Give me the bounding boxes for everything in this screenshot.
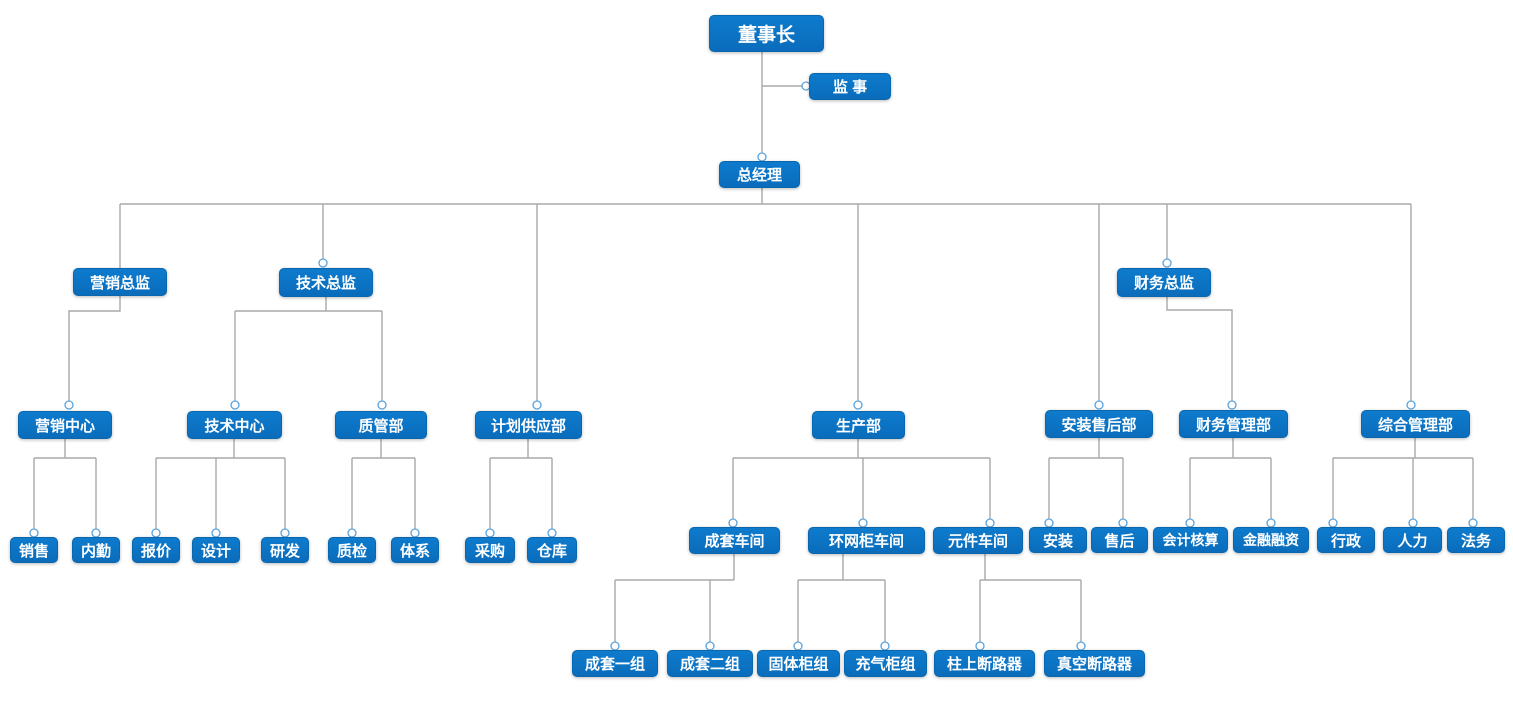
node-procurement[interactable]: 采购 xyxy=(465,537,515,563)
connector-line xyxy=(1166,297,1233,401)
node-finance-director[interactable]: 财务总监 xyxy=(1117,268,1211,297)
connection-port xyxy=(377,400,387,410)
connection-port xyxy=(1328,518,1338,528)
node-assembly-group-2[interactable]: 成套二组 xyxy=(667,650,753,677)
connection-port xyxy=(1227,400,1237,410)
node-components-workshop[interactable]: 元件车间 xyxy=(933,527,1023,554)
connection-port xyxy=(1076,641,1086,651)
node-assembly-workshop[interactable]: 成套车间 xyxy=(689,527,780,554)
connection-port xyxy=(975,641,985,651)
connection-port xyxy=(1406,400,1416,410)
connection-port xyxy=(1468,518,1478,528)
connection-port xyxy=(1162,258,1172,268)
node-assembly-group-1[interactable]: 成套一组 xyxy=(572,650,658,677)
node-internal-support[interactable]: 内勤 xyxy=(72,537,120,563)
node-rmu-workshop[interactable]: 环网柜车间 xyxy=(808,527,925,554)
node-general-mgmt-dept[interactable]: 综合管理部 xyxy=(1361,410,1470,438)
node-tech-director[interactable]: 技术总监 xyxy=(279,268,373,297)
node-design[interactable]: 设计 xyxy=(192,537,240,563)
connection-port xyxy=(347,528,357,538)
connection-port xyxy=(1266,518,1276,528)
node-after-sales[interactable]: 售后 xyxy=(1091,527,1148,553)
connection-port xyxy=(793,641,803,651)
connection-port xyxy=(1185,518,1195,528)
node-hr[interactable]: 人力 xyxy=(1383,527,1442,553)
node-vacuum-breaker[interactable]: 真空断路器 xyxy=(1044,650,1145,677)
node-install-aftersales-dept[interactable]: 安装售后部 xyxy=(1045,410,1153,438)
connection-port xyxy=(318,258,328,268)
node-production-dept[interactable]: 生产部 xyxy=(812,411,905,439)
connection-port xyxy=(985,518,995,528)
node-accounting[interactable]: 会计核算 xyxy=(1153,527,1228,553)
connection-port xyxy=(151,528,161,538)
node-legal[interactable]: 法务 xyxy=(1447,527,1505,553)
node-pole-breaker[interactable]: 柱上断路器 xyxy=(934,650,1035,677)
connection-port xyxy=(29,528,39,538)
node-supervisor[interactable]: 监 事 xyxy=(809,73,891,100)
connection-port xyxy=(1118,518,1128,528)
connection-port xyxy=(610,641,620,651)
connection-port xyxy=(532,400,542,410)
connection-port xyxy=(880,641,890,651)
connection-port xyxy=(91,528,101,538)
connection-port xyxy=(485,528,495,538)
connection-port xyxy=(853,400,863,410)
connection-port xyxy=(1094,400,1104,410)
node-sales[interactable]: 销售 xyxy=(10,537,58,563)
node-solid-cabinet-group[interactable]: 固体柜组 xyxy=(757,650,840,677)
connection-port xyxy=(410,528,420,538)
node-finance-mgmt-dept[interactable]: 财务管理部 xyxy=(1179,410,1288,438)
connection-port xyxy=(280,528,290,538)
node-rnd[interactable]: 研发 xyxy=(261,537,309,563)
node-warehouse[interactable]: 仓库 xyxy=(527,537,577,563)
node-system[interactable]: 体系 xyxy=(391,537,439,563)
connection-port xyxy=(705,641,715,651)
node-gas-cabinet-group[interactable]: 充气柜组 xyxy=(844,650,927,677)
node-planning-supply-dept[interactable]: 计划供应部 xyxy=(475,411,582,439)
connection-port xyxy=(757,152,767,162)
connector-line xyxy=(68,296,121,401)
node-chairman[interactable]: 董事长 xyxy=(709,15,824,52)
node-quotation[interactable]: 报价 xyxy=(132,537,180,563)
connection-port xyxy=(547,528,557,538)
connection-port xyxy=(230,400,240,410)
node-marketing-director[interactable]: 营销总监 xyxy=(73,268,167,296)
connection-port xyxy=(858,518,868,528)
connection-port xyxy=(1408,518,1418,528)
node-quality-dept[interactable]: 质管部 xyxy=(335,411,427,439)
connection-port xyxy=(211,528,221,538)
node-administration[interactable]: 行政 xyxy=(1317,527,1375,553)
node-quality-inspection[interactable]: 质检 xyxy=(328,537,376,563)
node-tech-center[interactable]: 技术中心 xyxy=(187,411,282,439)
connection-port xyxy=(1044,518,1054,528)
node-general-manager[interactable]: 总经理 xyxy=(719,161,800,188)
node-financing[interactable]: 金融融资 xyxy=(1233,527,1309,553)
node-installation[interactable]: 安装 xyxy=(1029,527,1087,553)
connection-port xyxy=(728,518,738,528)
node-marketing-center[interactable]: 营销中心 xyxy=(18,411,112,439)
connection-port xyxy=(64,400,74,410)
